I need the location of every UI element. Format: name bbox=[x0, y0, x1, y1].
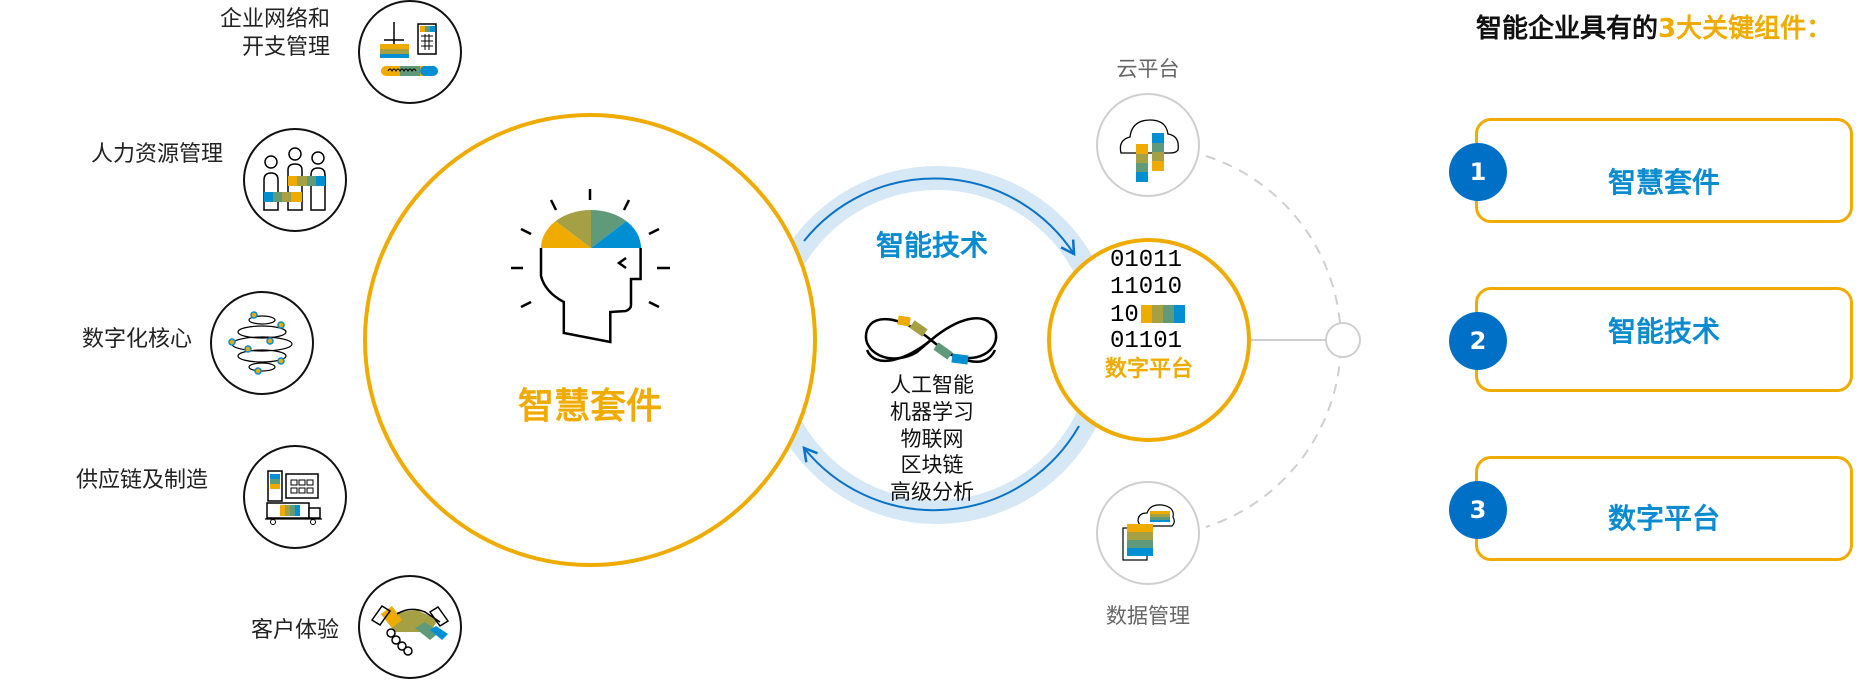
panel-title: 智能企业具有的3大关键组件： bbox=[1476, 8, 1832, 45]
module-label-digital-core: 数字化核心 bbox=[81, 327, 192, 352]
module-label-customer-experience: 客户体验 bbox=[250, 618, 339, 643]
platform-orbit-dashed bbox=[1205, 155, 1342, 528]
binary-code-icon: 01011 11010 10 01101 bbox=[1110, 247, 1185, 355]
binary-line-text: 10 bbox=[1110, 301, 1139, 329]
orbit-node bbox=[1325, 322, 1361, 358]
people-icon bbox=[243, 128, 347, 232]
component-card-1[interactable]: 智慧套件 bbox=[1475, 118, 1853, 223]
data-management-icon bbox=[1122, 504, 1175, 561]
suite-title: 智慧套件 bbox=[517, 386, 662, 427]
binary-line: 10 bbox=[1110, 301, 1185, 329]
tech-item: 人工智能 bbox=[890, 373, 974, 397]
data-management-label: 数据管理 bbox=[1106, 604, 1190, 628]
binary-line: 11010 bbox=[1110, 274, 1183, 301]
component-number-badge: 1 bbox=[1449, 143, 1507, 201]
tech-item: 高级分析 bbox=[890, 480, 974, 505]
tech-item: 区块链 bbox=[900, 453, 964, 478]
arrow-bottom-icon bbox=[802, 425, 1080, 512]
head-lightbulb-icon bbox=[511, 189, 670, 344]
handshake-icon bbox=[358, 575, 462, 679]
supply-chain-icon bbox=[243, 445, 347, 549]
network-spend-icon bbox=[358, 0, 462, 104]
binary-line: 01101 bbox=[1110, 328, 1183, 355]
tech-title: 智能技术 bbox=[875, 229, 988, 262]
label-line: 企业网络和 bbox=[219, 7, 330, 32]
component-card-2[interactable]: 智能技术 bbox=[1475, 287, 1853, 392]
binary-line: 01011 bbox=[1110, 247, 1183, 274]
component-label: 智慧套件 bbox=[1607, 166, 1720, 199]
component-number-badge: 2 bbox=[1449, 312, 1507, 370]
tech-item: 物联网 bbox=[900, 426, 964, 451]
cloud-icon bbox=[1119, 119, 1179, 182]
component-number-badge: 3 bbox=[1449, 481, 1507, 539]
digital-core-icon bbox=[210, 291, 314, 395]
panel-title-highlight: 3大关键组件： bbox=[1658, 14, 1833, 44]
module-label-supply-chain: 供应链及制造 bbox=[75, 468, 208, 493]
suite-circle bbox=[363, 113, 817, 567]
component-card-3[interactable]: 数字平台 bbox=[1475, 456, 1853, 561]
platform-title: 数字平台 bbox=[1104, 357, 1193, 382]
tech-list: 人工智能 机器学习 物联网 区块链 高级分析 bbox=[862, 372, 1002, 506]
color-bars-icon bbox=[1140, 301, 1185, 328]
label-line: 开支管理 bbox=[241, 35, 330, 60]
arrow-top-icon bbox=[803, 177, 1076, 257]
module-label-network-spend: 企业网络和 开支管理 bbox=[220, 6, 330, 62]
panel-title-main: 智能企业具有的 bbox=[1476, 14, 1659, 44]
cloud-platform-label: 云平台 bbox=[1116, 57, 1180, 81]
infinity-icon bbox=[864, 315, 998, 365]
platform-circle bbox=[1047, 238, 1251, 442]
tech-item: 机器学习 bbox=[890, 399, 974, 424]
component-label: 数字平台 bbox=[1607, 502, 1720, 535]
module-label-hr: 人力资源管理 bbox=[90, 142, 223, 167]
component-label: 智能技术 bbox=[1607, 315, 1720, 348]
